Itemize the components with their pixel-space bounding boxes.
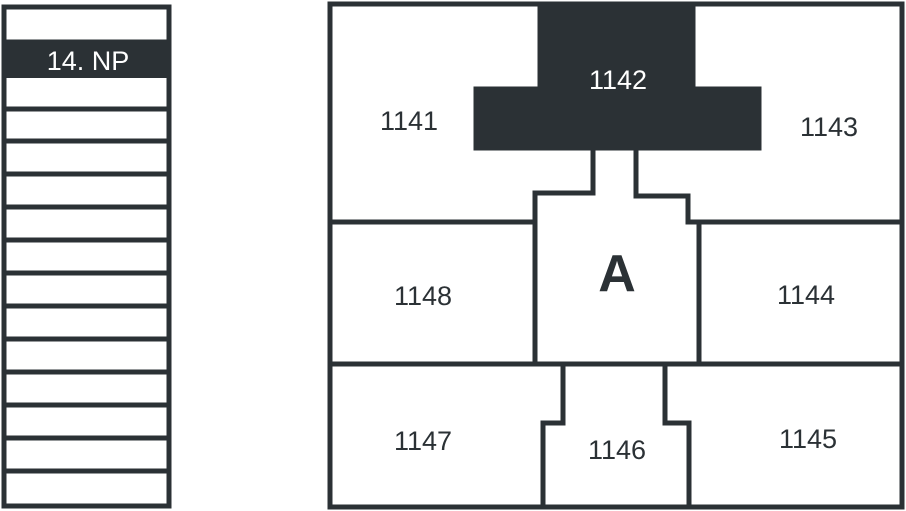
unit-1145[interactable]: 1145 (662, 361, 905, 510)
floor-plan: 1141 1143 1148 A 1144 1147 (327, 1, 905, 510)
unit-1145-shape (662, 361, 905, 510)
unit-1141-label: 1141 (380, 106, 438, 136)
unit-1148[interactable]: 1148 (327, 219, 538, 367)
floor-rows (4, 39, 169, 474)
unit-1145-label: 1145 (779, 424, 837, 454)
unit-1146-label: 1146 (588, 435, 646, 465)
unit-1142[interactable]: 1142 (476, 4, 759, 148)
unit-1147[interactable]: 1147 (327, 361, 566, 510)
floor-index: 14. NP (1, 4, 172, 509)
core-a: A (532, 145, 702, 367)
unit-1147-label: 1147 (394, 426, 452, 456)
unit-1144[interactable]: 1144 (696, 219, 905, 367)
floor-index-frame (1, 4, 172, 509)
unit-1148-shape (327, 219, 538, 367)
unit-1148-label: 1148 (394, 281, 452, 311)
unit-1142-shape (476, 4, 759, 148)
floor-row-current-label: 14. NP (47, 46, 130, 76)
unit-1144-label: 1144 (777, 280, 835, 310)
core-a-label: A (598, 245, 636, 303)
unit-1142-label: 1142 (589, 65, 647, 95)
unit-1143-label: 1143 (800, 112, 858, 142)
floor-row-current[interactable] (4, 42, 169, 78)
